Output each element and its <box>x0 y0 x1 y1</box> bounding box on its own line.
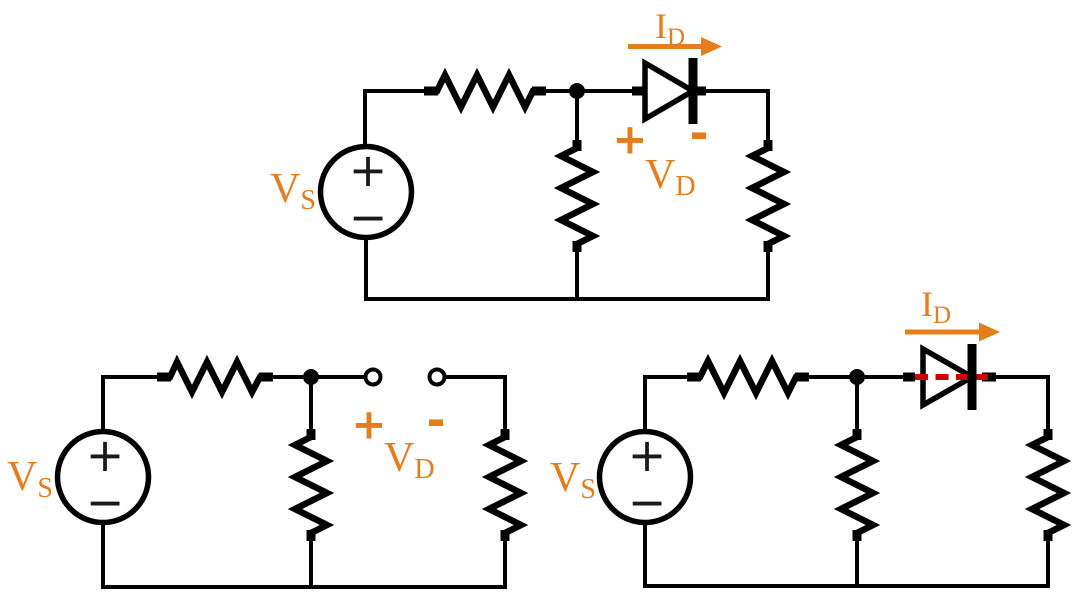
diode-triangle <box>642 58 699 124</box>
voltage-source: + − <box>317 143 415 244</box>
diode-plus-symbol: + <box>351 400 386 449</box>
open-terminal-left <box>363 367 383 387</box>
wire <box>643 521 1050 588</box>
wire <box>703 89 770 142</box>
diode-minus-symbol: - <box>426 393 445 447</box>
resistor-load <box>744 140 792 252</box>
resistor-middle <box>833 429 881 541</box>
current-arrow-head <box>979 322 1000 342</box>
source-voltage-label: VS <box>550 455 596 505</box>
source-minus-symbol: − <box>86 475 125 529</box>
diode-voltage-label: VD <box>645 152 696 202</box>
junction-node <box>569 83 585 99</box>
source-minus-symbol: − <box>349 190 388 244</box>
source-voltage-label: VS <box>7 454 53 504</box>
resistor-middle <box>287 429 335 541</box>
wire <box>643 375 689 433</box>
wire <box>101 375 158 433</box>
current-arrow <box>628 37 722 56</box>
source-plus-symbol: + <box>349 143 388 197</box>
diode-shorted <box>903 344 996 410</box>
voltage-source-circle <box>317 143 415 241</box>
resistor-series <box>424 67 546 115</box>
diode-minus-symbol: - <box>689 106 708 160</box>
source-minus-symbol: − <box>628 475 667 529</box>
resistor-load <box>481 429 529 541</box>
voltage-source-circle <box>54 428 152 526</box>
circuit-diode-off-open: + − VS + - VD <box>7 354 529 589</box>
wire <box>363 89 424 148</box>
resistor-series <box>687 353 809 401</box>
resistor-load <box>1024 429 1072 541</box>
diode-voltage-label: VD <box>384 435 435 485</box>
voltage-source-circle <box>596 428 694 526</box>
junction-node <box>849 369 865 385</box>
junction-node <box>303 369 319 385</box>
voltage-source: + − <box>596 428 694 529</box>
source-plus-symbol: + <box>86 428 125 482</box>
diode-plus-symbol: + <box>612 115 647 164</box>
circuit-diode-on-short: + − VS ID <box>550 284 1072 588</box>
open-terminal-right <box>427 367 447 387</box>
resistor-middle <box>553 140 601 252</box>
voltage-source: + − <box>54 428 152 529</box>
wire <box>980 375 1050 431</box>
resistor-series <box>157 354 273 400</box>
wire <box>101 521 507 589</box>
circuit-diode-original: + − VS ID + - VD <box>270 6 792 301</box>
diode-current-label: ID <box>655 6 685 51</box>
wire <box>364 236 770 301</box>
current-arrow-head <box>701 37 722 56</box>
source-plus-symbol: + <box>628 428 667 482</box>
wire <box>445 375 507 431</box>
diode <box>632 58 706 124</box>
diode-current-label: ID <box>921 284 951 329</box>
source-voltage-label: VS <box>270 166 316 216</box>
current-arrow <box>905 322 1000 342</box>
